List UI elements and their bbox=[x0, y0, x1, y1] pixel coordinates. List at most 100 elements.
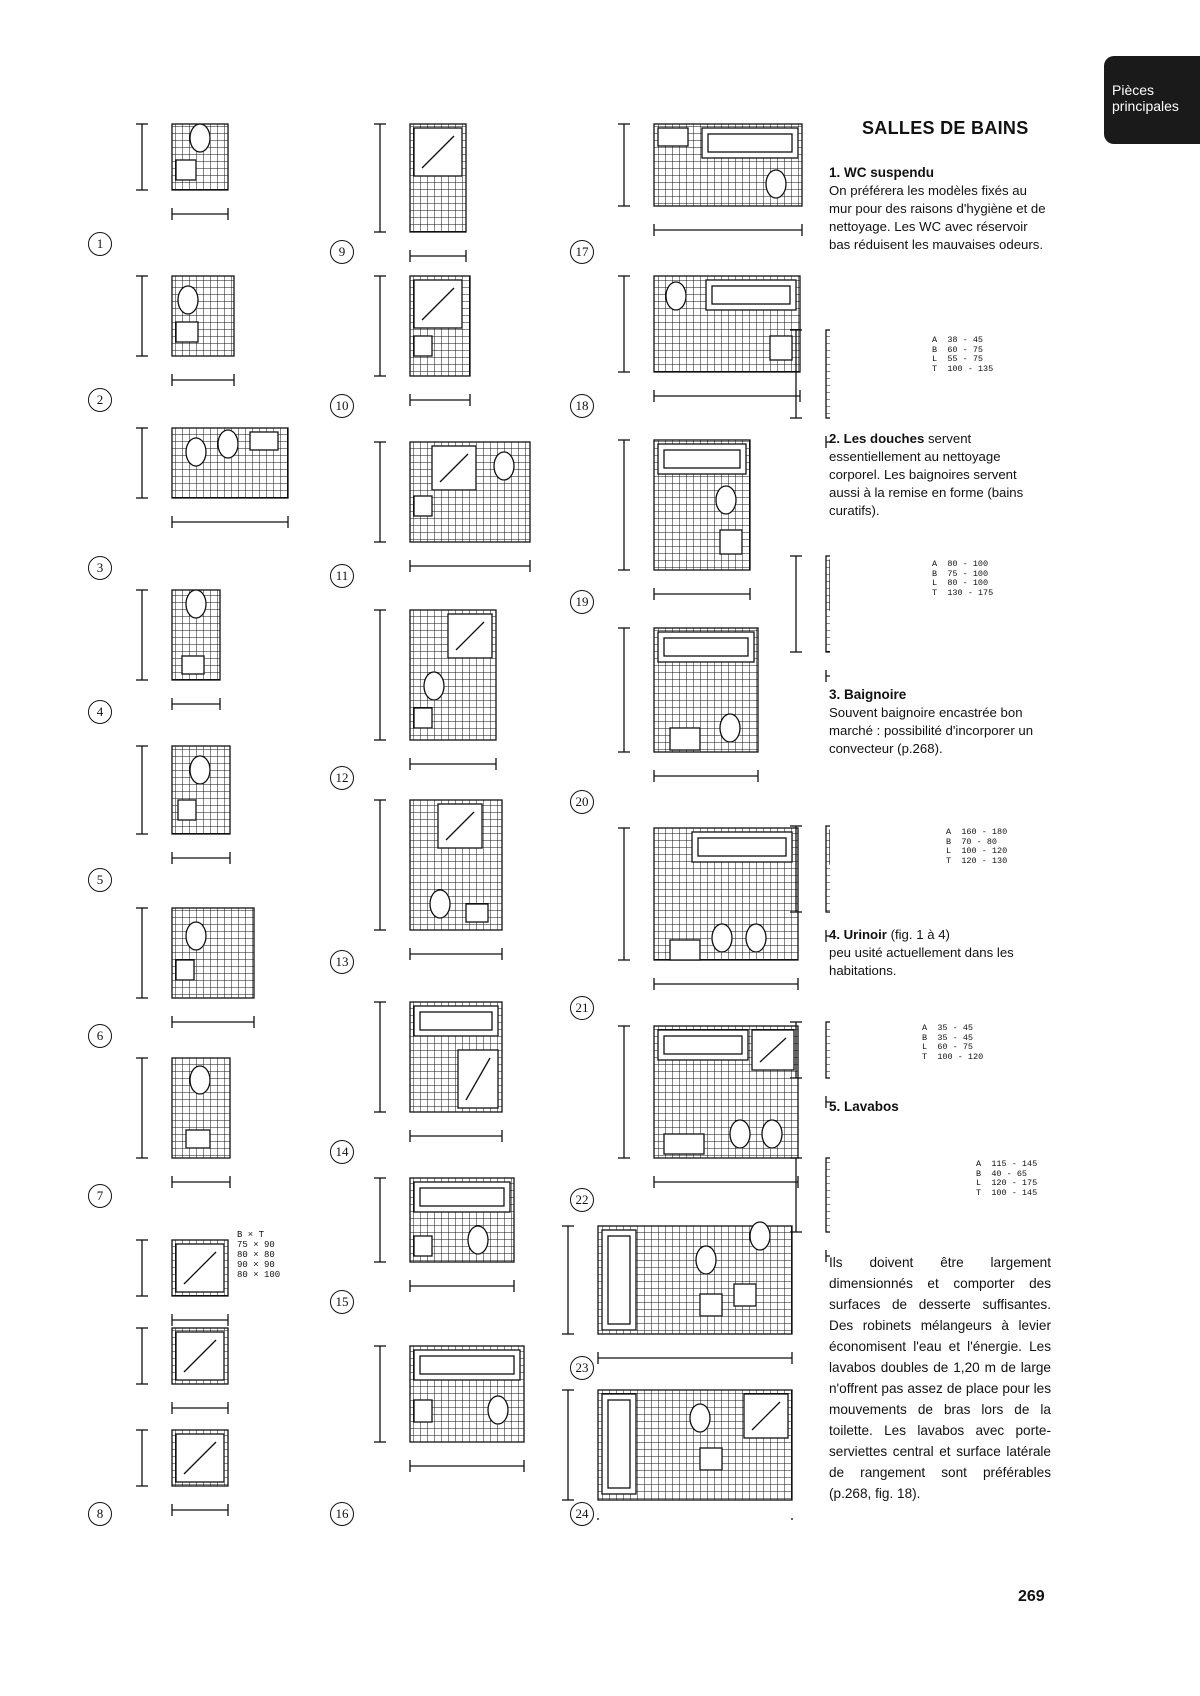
plan-room bbox=[825, 1021, 830, 1079]
section-urinoir: 4. Urinoir (fig. 1 à 4) peu usité actuel… bbox=[829, 926, 1047, 980]
fig8-row: 75 × 90 bbox=[237, 1240, 275, 1250]
figure-number: 20 bbox=[570, 790, 594, 814]
fixture-sink bbox=[413, 495, 433, 517]
fig8-row: 80 × 80 bbox=[237, 1250, 275, 1260]
section-douches: 2. Les douches servent essentiellement a… bbox=[829, 430, 1047, 520]
section-text: servent essentiellement au nettoyage cor… bbox=[829, 431, 1024, 518]
fixture-sink bbox=[733, 1283, 757, 1307]
section-lavabos: 5. Lavabos bbox=[829, 1098, 1047, 1116]
fixture-sink bbox=[175, 959, 195, 981]
fixture-wc bbox=[185, 437, 207, 467]
fixture-wc bbox=[423, 671, 445, 701]
fixture-sink bbox=[699, 1293, 723, 1317]
figure-number: 2 bbox=[88, 388, 112, 412]
fixture-wc bbox=[177, 285, 199, 315]
fixture-wc bbox=[217, 429, 239, 459]
figure-number: 7 bbox=[88, 1184, 112, 1208]
figure-number: 16 bbox=[330, 1502, 354, 1526]
section-baignoire: 3. Baignoire Souvent baignoire encastrée… bbox=[829, 686, 1047, 758]
fixture-bathtub-inner bbox=[607, 1399, 631, 1489]
dims-wc: A 38 - 45 B 60 - 75 L 55 - 75 T 100 - 13… bbox=[932, 335, 994, 374]
tab-line-1: Pièces bbox=[1112, 82, 1155, 98]
bathroom-plan-drawings bbox=[136, 123, 830, 1520]
fixture-sink bbox=[663, 1133, 705, 1155]
fixture-bathtub-inner bbox=[663, 637, 749, 657]
figure-number: 3 bbox=[88, 556, 112, 580]
figure-number: 21 bbox=[570, 996, 594, 1020]
figure-number: 13 bbox=[330, 950, 354, 974]
fixture-bathtub-inner bbox=[711, 285, 791, 305]
fixture-bathtub-inner bbox=[419, 1011, 493, 1031]
figure-number: 15 bbox=[330, 1290, 354, 1314]
figure-number: 4 bbox=[88, 700, 112, 724]
fixture-wc bbox=[765, 169, 787, 199]
fixture-bathtub-inner bbox=[663, 1035, 743, 1055]
fixture-sink bbox=[413, 1235, 433, 1257]
section-text: peu usité actuellement dans les habitati… bbox=[829, 945, 1014, 978]
section-heading: 3. Baignoire bbox=[829, 687, 907, 702]
fixture-wc bbox=[189, 755, 211, 785]
plan-room bbox=[825, 1157, 830, 1233]
fixture-wc bbox=[761, 1119, 783, 1149]
fixture-wc bbox=[719, 713, 741, 743]
fixture-wc bbox=[749, 1221, 771, 1251]
page-title: SALLES DE BAINS bbox=[862, 118, 1029, 138]
plan-room bbox=[825, 329, 830, 419]
fixture-wc bbox=[493, 451, 515, 481]
fixture-wc bbox=[745, 923, 767, 953]
fixture-wc bbox=[715, 485, 737, 515]
fixture-wc bbox=[665, 281, 687, 311]
fixture-wc bbox=[185, 589, 207, 619]
dimension-line bbox=[751, 1401, 781, 1431]
lavabos-body-text: Ils doivent être largement dimensionnés … bbox=[829, 1255, 1051, 1501]
plan-room bbox=[171, 275, 235, 357]
section-text: Souvent baignoire encastrée bon marché :… bbox=[829, 705, 1034, 756]
dimension-line bbox=[183, 1441, 217, 1475]
figure-number: 12 bbox=[330, 766, 354, 790]
fixture-sink bbox=[175, 159, 197, 181]
fixture-wc bbox=[467, 1225, 489, 1255]
dimension-line bbox=[445, 811, 475, 841]
dimension-line bbox=[183, 1251, 217, 1285]
fixture-wc bbox=[729, 1119, 751, 1149]
fig8-row: 80 × 100 bbox=[237, 1270, 281, 1280]
section-heading: 4. Urinoir bbox=[829, 927, 887, 942]
dimension-line bbox=[439, 453, 469, 483]
fixture-wc bbox=[189, 1065, 211, 1095]
dims-douches: A 80 - 100 B 75 - 100 L 80 - 100 T 130 -… bbox=[932, 559, 994, 598]
fixture-bathtub-inner bbox=[419, 1187, 505, 1207]
dimension-line bbox=[421, 135, 455, 169]
figure-number: 8 bbox=[88, 1502, 112, 1526]
fixture-wc bbox=[185, 921, 207, 951]
fixture-sink bbox=[413, 1399, 433, 1423]
section-tab: Pièces principales bbox=[1104, 56, 1200, 144]
fixture-sink bbox=[177, 799, 197, 821]
fixture-bathtub-inner bbox=[697, 837, 787, 857]
figure-number: 1 bbox=[88, 232, 112, 256]
figure-number: 24 bbox=[570, 1502, 594, 1526]
figure-number: 18 bbox=[570, 394, 594, 418]
figure-number: 19 bbox=[570, 590, 594, 614]
fixture-sink bbox=[669, 727, 701, 751]
figure-number: 22 bbox=[570, 1188, 594, 1212]
fixture-wc bbox=[189, 123, 211, 153]
figure-number: 11 bbox=[330, 564, 354, 588]
page-number: 269 bbox=[1018, 1588, 1045, 1605]
section-heading: 1. WC suspendu bbox=[829, 165, 935, 180]
fixture-sink bbox=[413, 707, 433, 729]
section-text: On préférera les modèles fixés au mur po… bbox=[829, 183, 1046, 252]
tab-line-2: principales bbox=[1112, 98, 1179, 114]
fixture-wc bbox=[487, 1395, 509, 1425]
fixture-sink bbox=[657, 127, 689, 147]
dims-lavabos: A 115 - 145 B 40 - 65 L 120 - 175 T 100 … bbox=[976, 1159, 1038, 1198]
figure-number: 23 bbox=[570, 1356, 594, 1380]
figure-number: 6 bbox=[88, 1024, 112, 1048]
section-wc: 1. WC suspendu On préférera les modèles … bbox=[829, 164, 1047, 254]
section-heading-note: (fig. 1 à 4) bbox=[890, 927, 950, 942]
dimension-line bbox=[465, 1057, 491, 1101]
fixture-sink bbox=[175, 321, 199, 343]
fixture-sink bbox=[181, 655, 205, 675]
figure-number: 9 bbox=[330, 240, 354, 264]
fixture-sink bbox=[669, 939, 701, 961]
dimension-line bbox=[455, 621, 485, 651]
